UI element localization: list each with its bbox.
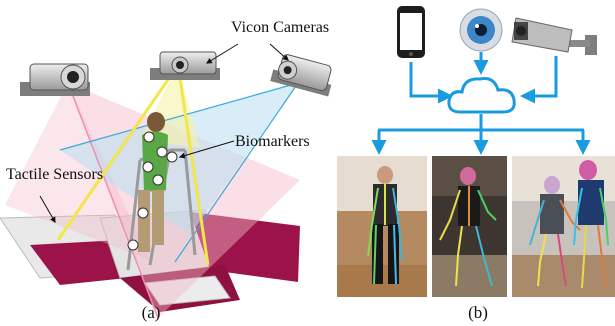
beam-line-blue-2: [174, 82, 299, 263]
pose-photo-1: [337, 156, 427, 297]
tactile-arrow: [39, 195, 56, 224]
biomarker-dot: [152, 174, 164, 186]
beam-line-blue-1: [59, 82, 299, 151]
vicon-camera-left: [20, 63, 90, 96]
vicon-cameras-label: Vicon Cameras: [231, 19, 329, 36]
biomarkers-arrow: [178, 140, 235, 159]
subject-figure: [127, 112, 178, 252]
camera-cones: [5, 64, 300, 319]
biomarker-dot: [142, 161, 154, 173]
red-mat-right: [190, 212, 300, 282]
beam-line-yellow-2: [176, 64, 210, 266]
pose-photo-3: [512, 156, 615, 297]
security-camera-icon: [511, 17, 597, 55]
blue-cone-right: [60, 83, 298, 235]
biomarker-dot: [166, 151, 178, 163]
cameras-arrow-left: [205, 43, 239, 64]
subject-right-leg: [152, 190, 164, 245]
flow-arrow-phone: [409, 62, 453, 104]
panel-b: [337, 6, 615, 297]
beam-line-pink: [67, 82, 159, 319]
cameras-arrow-right: [269, 43, 289, 61]
pose-photo-2: [432, 156, 507, 297]
biomarker-dot: [127, 239, 139, 251]
biomarker-dot: [143, 131, 155, 143]
vicon-camera-right: [270, 54, 332, 97]
webcam-icon: [459, 8, 503, 52]
panel-b-caption: (b): [468, 303, 488, 322]
panel-a: [0, 43, 332, 319]
panel-a-caption: (a): [142, 303, 161, 322]
smartphone-icon: [397, 6, 425, 58]
vicon-camera-center: [150, 51, 220, 80]
biomarker-dot: [156, 146, 168, 158]
beam-line-yellow-1: [56, 64, 180, 241]
biomarkers-label: Biomarkers: [235, 133, 310, 150]
biomarker-dot: [137, 207, 149, 219]
pink-cone-left-2: [5, 83, 150, 260]
cloud-icon: [447, 77, 516, 114]
flow-arrow-secure: [520, 56, 558, 104]
subject-left-leg: [138, 190, 150, 252]
white-mat-front: [144, 275, 231, 306]
subject-head: [147, 112, 165, 132]
tactile-sensors-label: Tactile Sensors: [6, 166, 103, 183]
